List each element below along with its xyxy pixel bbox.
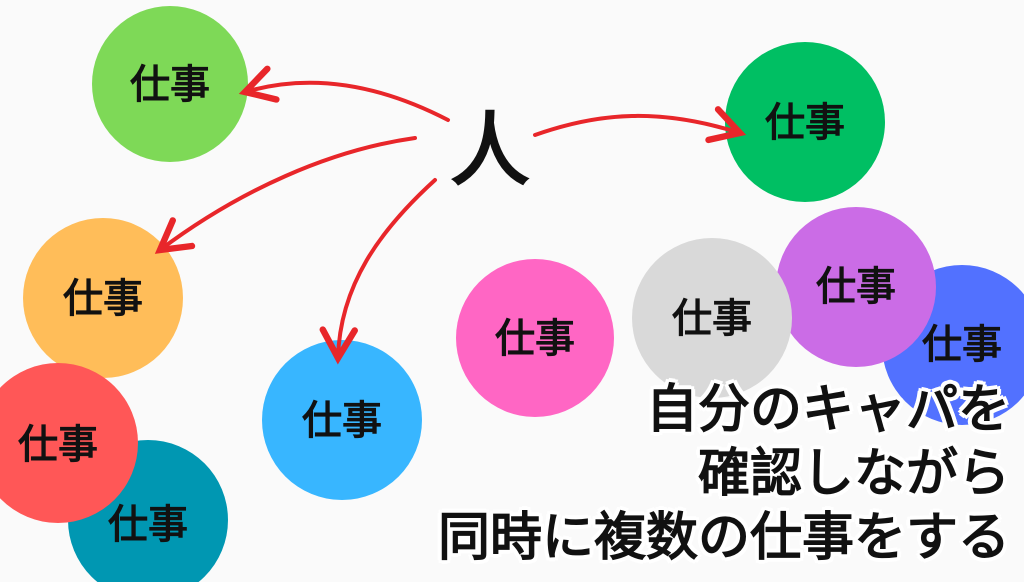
caption-line-2: 確認しながら xyxy=(697,444,1010,504)
job-label: 仕事 xyxy=(495,316,575,362)
job-circle-top-right: 仕事 xyxy=(725,42,885,202)
job-label: 仕事 xyxy=(922,322,1002,368)
job-circle-gray: 仕事 xyxy=(632,238,792,398)
arrow-to-top-right xyxy=(533,106,747,144)
job-label: 仕事 xyxy=(302,398,382,444)
arrow-to-left-orange xyxy=(154,136,417,254)
arrow-to-top-left xyxy=(238,65,450,122)
job-circle-blue: 仕事 xyxy=(262,340,422,500)
job-circle-left-orange: 仕事 xyxy=(23,218,183,378)
job-circle-top-left: 仕事 xyxy=(92,6,248,162)
arrows xyxy=(154,65,747,365)
job-circle-pink: 仕事 xyxy=(456,259,614,417)
caption-line-1: 自分のキャパを xyxy=(645,380,1010,440)
caption: 自分のキャパを 確認しながら 同時に複数の仕事をする xyxy=(438,378,1010,570)
job-label: 仕事 xyxy=(18,422,98,468)
caption-line-3: 同時に複数の仕事をする xyxy=(437,508,1010,568)
job-label: 仕事 xyxy=(765,100,845,146)
job-label: 仕事 xyxy=(672,296,752,342)
job-circle-left-red: 仕事 xyxy=(0,363,138,523)
job-circle-purple: 仕事 xyxy=(776,207,936,367)
job-label: 仕事 xyxy=(816,264,896,310)
arrow-to-blue xyxy=(319,178,437,365)
job-label: 仕事 xyxy=(108,502,188,548)
job-label: 仕事 xyxy=(130,62,210,108)
person-label: 人 xyxy=(450,104,530,197)
job-label: 仕事 xyxy=(63,276,143,322)
